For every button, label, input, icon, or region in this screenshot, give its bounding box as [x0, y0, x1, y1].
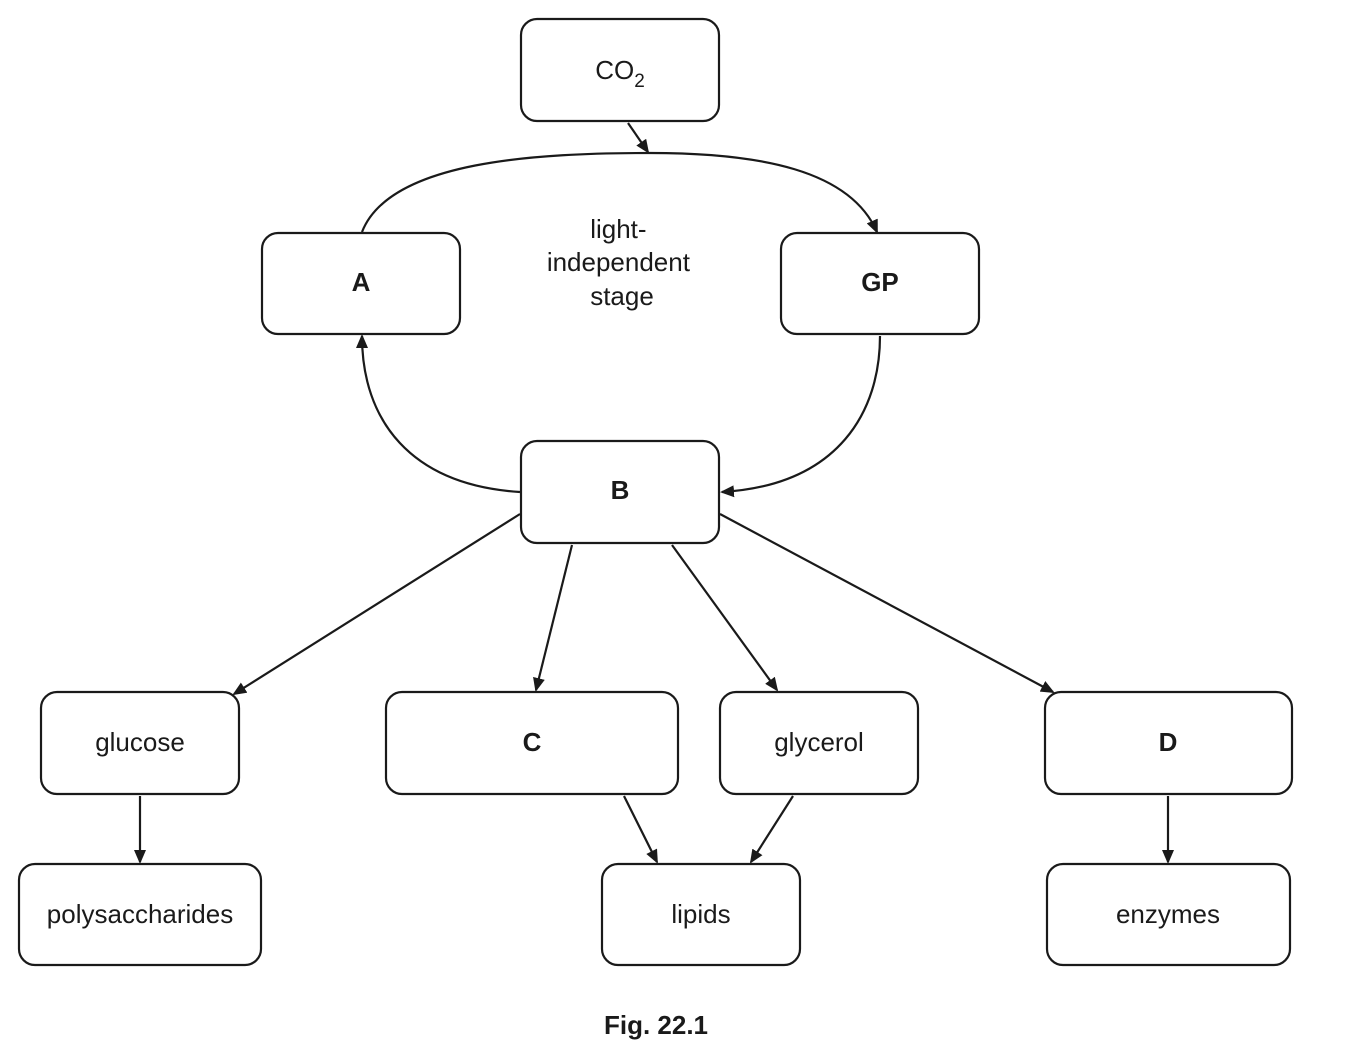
arrow-b-to-c: [533, 544, 574, 692]
node-glucose-label: glucose: [95, 727, 185, 757]
node-polysaccharides: polysaccharides: [17, 862, 263, 967]
co2-text: CO: [595, 55, 634, 85]
node-a: A: [260, 231, 462, 336]
node-gp: GP: [779, 231, 981, 336]
cycle-label-line2: independent: [547, 247, 691, 277]
svg-text:CO2: CO2: [595, 55, 645, 92]
figure-caption: Fig. 22.1: [604, 1010, 708, 1040]
co2-subscript: 2: [634, 71, 645, 92]
arrow-b-to-d: [719, 513, 1055, 693]
node-gp-label: GP: [861, 267, 899, 297]
node-polysaccharides-label: polysaccharides: [47, 899, 233, 929]
arrow-b-to-a: [356, 334, 521, 494]
node-a-label: A: [352, 267, 371, 297]
cycle-label-line1: light-: [590, 214, 646, 244]
node-co2: CO2: [519, 17, 721, 123]
arrow-a-to-gp: [360, 151, 879, 234]
node-d: D: [1043, 690, 1294, 796]
arrow-glycerol-to-lipids: [749, 795, 794, 864]
node-enzymes: enzymes: [1045, 862, 1292, 967]
node-b: B: [519, 439, 721, 545]
arrow-b-to-glycerol: [671, 544, 779, 692]
node-glucose: glucose: [39, 690, 241, 796]
node-b-label: B: [611, 475, 630, 505]
cycle-label-line3: stage: [590, 281, 654, 311]
arrow-gp-to-b: [720, 335, 882, 498]
node-glycerol-label: glycerol: [774, 727, 864, 757]
node-d-label: D: [1159, 727, 1178, 757]
arrow-c-to-lipids: [623, 795, 658, 864]
node-lipids: lipids: [600, 862, 802, 967]
node-c-label: C: [523, 727, 542, 757]
node-c: C: [384, 690, 680, 796]
cycle-label: light- independent stage: [547, 214, 697, 311]
arrow-co2-into-cycle: [627, 122, 650, 154]
node-glycerol: glycerol: [718, 690, 920, 796]
node-lipids-label: lipids: [671, 899, 730, 929]
node-enzymes-label: enzymes: [1116, 899, 1220, 929]
arrow-b-to-glucose: [232, 513, 521, 696]
